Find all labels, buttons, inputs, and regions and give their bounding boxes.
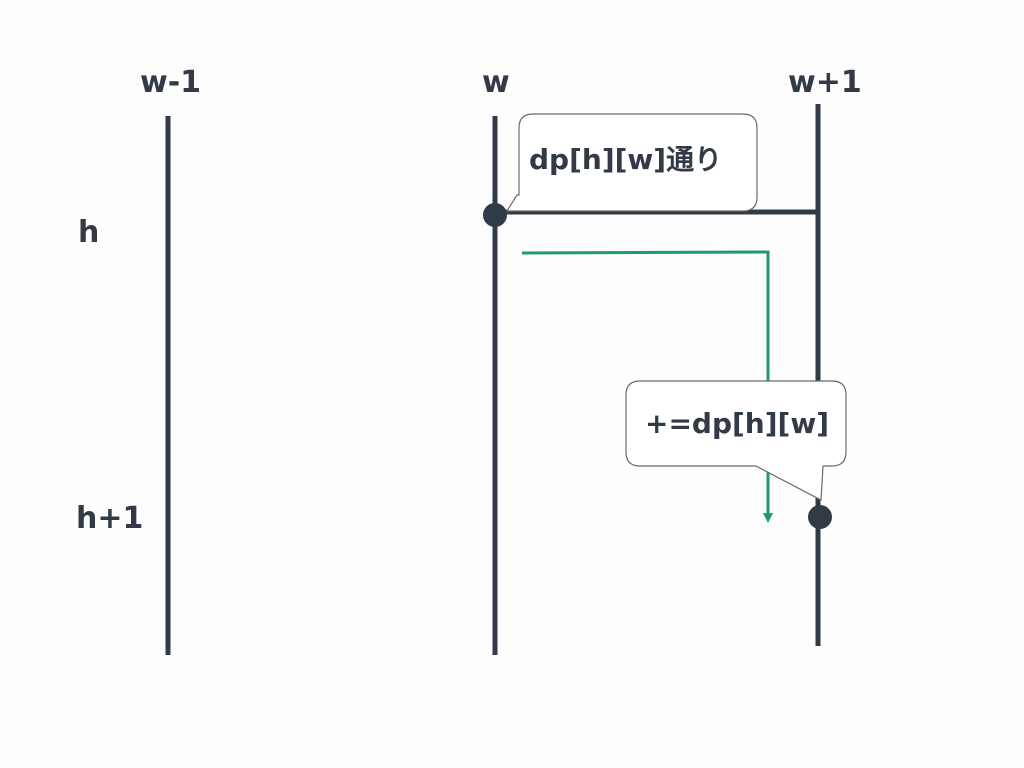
node-h1-w1 xyxy=(808,505,832,529)
row-label-h: h xyxy=(78,215,100,250)
column-label-w-plus-1: w+1 xyxy=(788,65,862,100)
column-label-w: w xyxy=(482,65,510,100)
column-label-w-minus-1: w-1 xyxy=(140,65,202,100)
callout-bubble-bottom xyxy=(625,380,847,501)
callout-bubble-top xyxy=(505,113,758,212)
row-label-h-plus-1: h+1 xyxy=(76,501,144,536)
callout-top-text: dp[h][w]通り xyxy=(529,143,723,176)
callout-bottom-text: +=dp[h][w] xyxy=(645,407,829,440)
node-h-w xyxy=(483,203,507,227)
